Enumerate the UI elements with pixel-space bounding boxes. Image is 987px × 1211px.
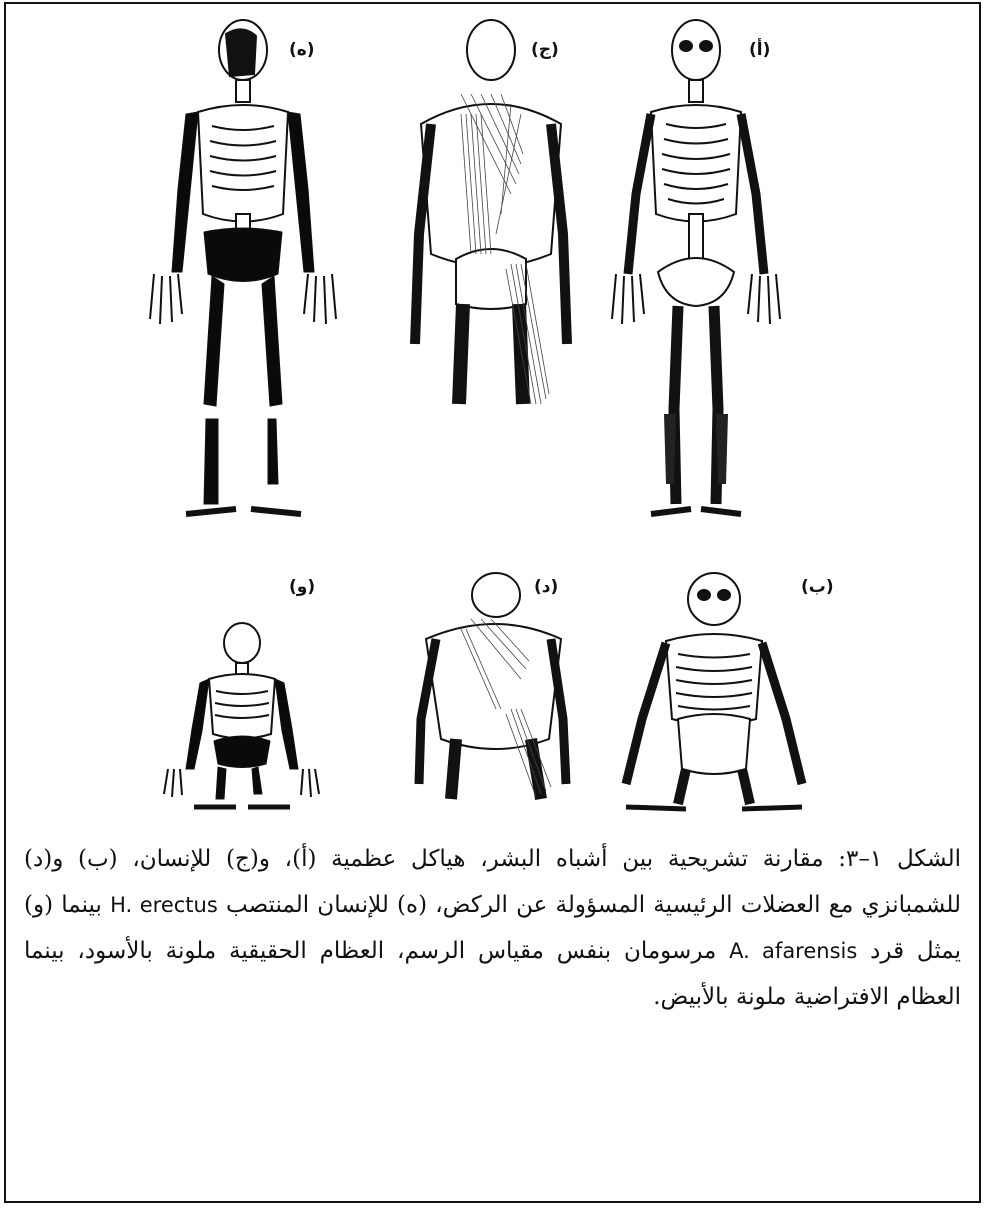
- panel-label-a: (أ): [749, 40, 770, 60]
- panel-label-b: (ب): [801, 577, 834, 597]
- panel-label-f: (و): [289, 577, 315, 597]
- panel-d-chimpanzee-back-muscles: [401, 569, 576, 804]
- chimpanzee-skeleton-figure: [586, 569, 841, 814]
- afarensis-skeleton-figure: [154, 619, 329, 814]
- figure-frame: (أ) (ج): [4, 2, 981, 1203]
- human-back-muscles-figure: [401, 14, 576, 409]
- panel-a-human-skeleton: [596, 14, 796, 534]
- chimpanzee-back-muscles-figure: [401, 569, 576, 804]
- figure-caption: الشكل ١–٣: مقارنة تشريحية بين أشباه البش…: [24, 836, 961, 1020]
- panel-label-d: (د): [534, 577, 558, 597]
- panel-c-human-back-muscles: [401, 14, 576, 409]
- homo-erectus-skeleton-figure: [126, 14, 361, 534]
- panel-label-e: (ه): [289, 40, 315, 60]
- panel-f-afarensis-skeleton: [154, 619, 329, 814]
- caption-species-homo-erectus: H. erectus: [110, 893, 218, 917]
- human-skeleton-figure: [596, 14, 796, 534]
- panel-b-chimpanzee-skeleton: [586, 569, 841, 814]
- caption-species-afarensis: A. afarensis: [729, 939, 857, 963]
- panel-e-homo-erectus-skeleton: [126, 14, 361, 534]
- panel-label-c: (ج): [531, 40, 559, 60]
